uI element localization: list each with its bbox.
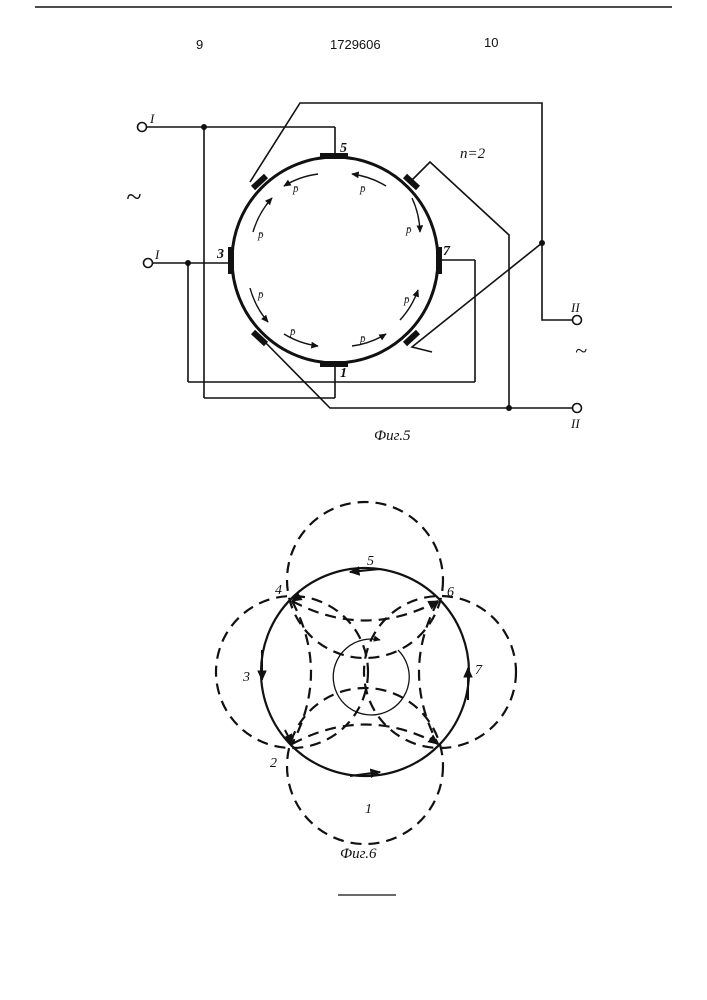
arrow-label-p-8: p̄: [359, 333, 366, 345]
node-label-3: 3: [216, 247, 224, 262]
node-label-5: 5: [340, 141, 347, 156]
inner-arc-bottom: [292, 725, 438, 745]
fig6-label-3: 3: [242, 670, 250, 685]
figure-6-diagram: 1 2 3 4 5 6 7 Фиг.6: [216, 502, 516, 862]
node-label-7: 7: [443, 244, 451, 259]
figure-5-diagram: ~ ~ I I II II n=2 5 3 7 1 p̄ p̄ p̄ p̄ p̄…: [126, 103, 587, 444]
terminal-label-I-lower: I: [154, 247, 160, 262]
fig6-label-7: 7: [475, 663, 483, 678]
arrow-label-p-6: p̄: [403, 294, 410, 306]
arrow-label-p-2: p̄: [359, 183, 366, 195]
arrow-label-p-1: p̄: [292, 183, 299, 195]
fig6-label-2: 2: [270, 756, 277, 771]
inner-arc-top: [292, 601, 438, 621]
figure-6-caption: Фиг.6: [340, 846, 377, 862]
fig6-label-4: 4: [275, 583, 282, 598]
fig6-label-1: 1: [365, 802, 372, 817]
figure-5-caption: Фиг.5: [374, 428, 411, 444]
circuit-wiring: [143, 103, 576, 411]
arrow-label-p-7: p̄: [289, 326, 296, 338]
terminal-label-I-upper: I: [149, 111, 155, 126]
terminal-label-II-upper: II: [570, 300, 580, 315]
node-label-1: 1: [340, 366, 347, 381]
lobe-bottom: [287, 688, 443, 844]
lobe-top: [287, 502, 443, 658]
commutator-ring: [232, 157, 438, 363]
ac-symbol-left: ~: [126, 182, 141, 213]
arrow-label-p-3: p̄: [257, 229, 264, 241]
arrow-label-p-5: p̄: [257, 289, 264, 301]
fig6-label-6: 6: [447, 585, 454, 600]
ac-symbol-right: ~: [575, 338, 587, 363]
arrow-label-p-4: p̄: [405, 224, 412, 236]
fig6-label-5: 5: [367, 554, 374, 569]
current-arrows: [250, 174, 420, 346]
pole-pairs-label: n=2: [460, 146, 486, 162]
terminal-label-II-lower: II: [570, 416, 580, 431]
